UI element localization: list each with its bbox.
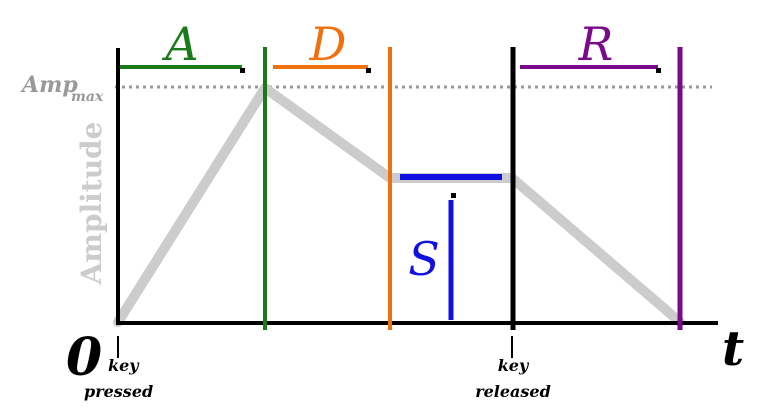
key-released-label-line2: released (475, 382, 551, 401)
amp-max-base-text: Amp (20, 72, 78, 98)
decay-label: D (309, 17, 347, 71)
decay-bar-end-marker (366, 68, 371, 73)
sustain-label: S (408, 232, 440, 286)
key-released-label-line1: key (498, 356, 530, 375)
y-axis-label: Amplitude (75, 122, 108, 286)
sustain-marker-top (451, 193, 456, 198)
release-bar-end-marker (656, 68, 661, 73)
amp-max-subscript-text: max (71, 89, 104, 105)
key-pressed-label-line1: key (108, 356, 140, 375)
attack-label: A (161, 17, 198, 71)
key-pressed-label-line2: pressed (84, 382, 153, 401)
attack-bar-end-marker (240, 68, 245, 73)
time-axis-label: t (722, 321, 744, 377)
amp-max-label: Amp max (20, 72, 104, 105)
adsr-envelope-curve (113, 83, 685, 327)
release-label: R (578, 17, 614, 71)
origin-label: 0 (66, 327, 102, 388)
